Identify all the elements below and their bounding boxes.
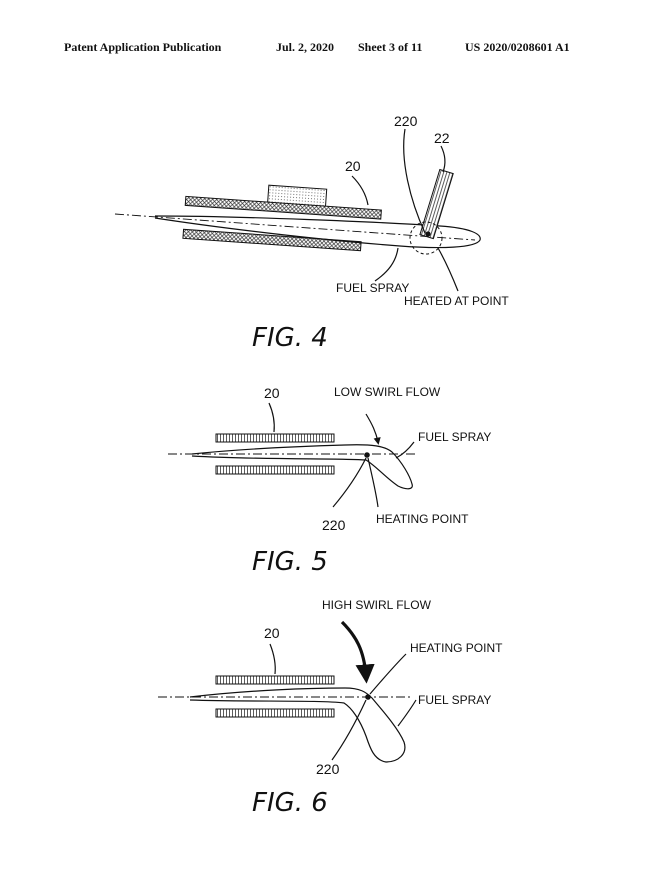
header-date: Jul. 2, 2020 — [276, 40, 335, 54]
fig6-high-swirl-arrow — [340, 620, 375, 684]
fig4-fuel-spray-shape — [154, 215, 481, 249]
fig5-caption: FIG. 5 — [252, 547, 328, 577]
fig6-label-heating-point: HEATING POINT — [410, 641, 503, 655]
fig6-injector-wall-lower — [215, 708, 335, 718]
header-sheet: Sheet 3 of 11 — [358, 40, 423, 54]
fig4-label-fuel-spray: FUEL SPRAY — [336, 281, 409, 295]
fig5-injector-wall-upper — [215, 433, 335, 443]
fig6-leader-spray — [397, 699, 417, 727]
fig6-leader-20 — [269, 643, 276, 675]
fig6-leader-heating-point — [369, 653, 407, 695]
fig6-ref-220: 220 — [316, 761, 340, 777]
fig5-leader-heating-point — [367, 457, 379, 508]
fig5-label-heating-point: HEATING POINT — [376, 512, 469, 526]
fig4-heater-rod — [419, 168, 454, 240]
fig5-label-low-swirl-flow: LOW SWIRL FLOW — [334, 385, 441, 399]
fig4-heating-point-dot — [425, 231, 431, 237]
fig6-heating-point-dot — [365, 694, 371, 700]
fig4-ref-20: 20 — [345, 158, 361, 174]
fig4-injector-wall-lower — [182, 228, 362, 252]
fig4-caption: FIG. 4 — [252, 323, 328, 353]
fig4-ref-22: 22 — [434, 130, 450, 146]
fig5-leader-20 — [268, 402, 275, 433]
fig4-injector — [182, 184, 382, 252]
fig4-heated-area-circle — [409, 221, 443, 255]
fig4-ref-220: 220 — [394, 113, 418, 129]
fig6-caption: FIG. 6 — [252, 788, 328, 818]
fig5-leader-220 — [332, 457, 367, 508]
figure-5: 20 LOW SWIRL FLOW FUEL SPRAY 220 HEATING… — [168, 385, 491, 577]
fig4-leader-spray — [374, 247, 399, 282]
fig6-fuel-spray-shape — [189, 687, 406, 763]
fig5-fuel-spray-shape — [191, 444, 413, 490]
figure-4: 20 220 22 FUEL SPRAY HEATED AT POINT FIG… — [114, 113, 509, 353]
fig4-leader-220 — [403, 128, 426, 234]
fig4-label-heated-at-point: HEATED AT POINT — [404, 294, 509, 308]
header-publication: Patent Application Publication — [64, 40, 222, 54]
fig6-injector-wall-upper — [215, 675, 335, 685]
fig5-low-swirl-arrow — [365, 413, 381, 445]
fig6-label-high-swirl-flow: HIGH SWIRL FLOW — [322, 598, 432, 612]
fig6-leader-220 — [331, 699, 367, 761]
fig5-heating-point-dot — [364, 452, 370, 458]
fig5-injector-wall-lower — [215, 465, 335, 475]
figure-6: HIGH SWIRL FLOW 20 HEATING POINT FUEL SP… — [158, 598, 503, 818]
fig6-ref-20: 20 — [264, 625, 280, 641]
header-patent-number: US 2020/0208601 A1 — [465, 40, 570, 54]
fig4-leader-20 — [351, 175, 369, 206]
fig4-injector-wall-upper — [184, 195, 382, 220]
fig4-leader-22 — [440, 145, 446, 173]
fig4-leader-heated — [437, 247, 459, 292]
fig5-ref-220: 220 — [322, 517, 346, 533]
fig6-label-fuel-spray: FUEL SPRAY — [418, 693, 491, 707]
fig5-ref-20: 20 — [264, 385, 280, 401]
fig5-label-fuel-spray: FUEL SPRAY — [418, 430, 491, 444]
fig5-leader-spray — [395, 441, 415, 459]
